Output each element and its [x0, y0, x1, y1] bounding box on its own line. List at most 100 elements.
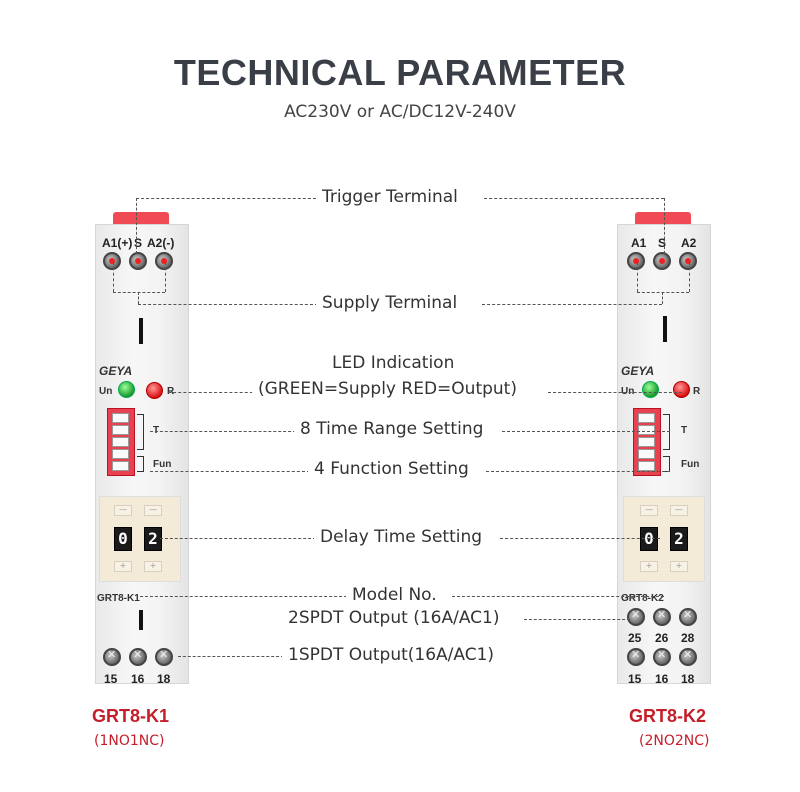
up-button-tens[interactable]: —: [114, 505, 132, 516]
screw-s[interactable]: [653, 252, 671, 270]
terminal-15: 15: [104, 672, 118, 686]
top-cap: [113, 212, 169, 226]
screw-16[interactable]: [653, 648, 671, 666]
screw-a2[interactable]: [155, 252, 173, 270]
screw-18[interactable]: [679, 648, 697, 666]
terminal-25: 25: [628, 631, 642, 645]
dip-switch-4[interactable]: [638, 449, 655, 459]
dip-switch-2[interactable]: [112, 425, 129, 435]
device-left: A1(+) S A2(-) GEYA Un R T Fun — — 0 2 + …: [95, 212, 189, 686]
supply-right-a: [637, 262, 638, 292]
fun-bracket: [663, 456, 670, 472]
r-label: R: [167, 386, 175, 397]
down-button-tens[interactable]: +: [640, 561, 658, 572]
up-button-units[interactable]: —: [144, 505, 162, 516]
terminal-16: 16: [131, 672, 145, 686]
delay-time-panel: — — 0 2 + +: [99, 496, 181, 582]
model-line-left: [140, 596, 352, 597]
time-range-line-right: [502, 431, 670, 432]
trigger-line-left: [136, 198, 316, 199]
screw-15[interactable]: [103, 648, 121, 666]
trigger-line-left-drop: [136, 198, 137, 254]
brand-logo: GEYA: [99, 364, 133, 378]
supply-led-icon: [118, 381, 135, 398]
supply-line-left: [138, 304, 318, 305]
model-left-sub: (1NO1NC): [94, 733, 165, 749]
delay-time-panel: — — 0 2 + +: [623, 496, 705, 582]
terminal-label-a2: A2: [681, 236, 697, 250]
brand-logo: GEYA: [621, 364, 655, 378]
function-line-left: [150, 471, 310, 472]
up-button-tens[interactable]: —: [640, 505, 658, 516]
screw-a2[interactable]: [679, 252, 697, 270]
dip-switch-1[interactable]: [638, 413, 655, 423]
model-plate: GRT8-K2: [621, 593, 664, 604]
out2-line-right: [524, 619, 630, 620]
slot-marker-lower: [139, 610, 143, 630]
callout-trigger-terminal: Trigger Terminal: [316, 187, 464, 207]
delay-line-right: [500, 538, 660, 539]
screw-s[interactable]: [129, 252, 147, 270]
supply-right-b: [689, 262, 690, 292]
screw-25[interactable]: [627, 608, 645, 626]
terminal-label-s: S: [658, 236, 667, 250]
screw-a1[interactable]: [627, 252, 645, 270]
callout-delay-time: Delay Time Setting: [314, 527, 489, 547]
fun-label: Fun: [681, 459, 700, 470]
model-plate: GRT8-K1: [97, 593, 140, 604]
callout-2spdt-output: 2SPDT Output (16A/AC1): [282, 608, 506, 628]
screw-16[interactable]: [129, 648, 147, 666]
terminal-28: 28: [681, 631, 695, 645]
fun-bracket: [137, 456, 144, 472]
dip-switch-3[interactable]: [638, 437, 655, 447]
function-line-right: [486, 471, 670, 472]
down-button-units[interactable]: +: [144, 561, 162, 572]
screw-28[interactable]: [679, 608, 697, 626]
t-label: T: [153, 425, 160, 436]
dip-switch-5[interactable]: [112, 461, 129, 471]
fun-label: Fun: [153, 459, 172, 470]
digit-units: 2: [670, 527, 688, 551]
slot-marker: [663, 316, 667, 342]
output-led-icon: [146, 382, 163, 399]
screw-a1[interactable]: [103, 252, 121, 270]
down-button-tens[interactable]: +: [114, 561, 132, 572]
callout-time-range: 8 Time Range Setting: [294, 419, 490, 439]
t-bracket: [137, 414, 144, 450]
callout-model-no: Model No.: [346, 585, 443, 605]
un-label: Un: [621, 386, 635, 397]
slot-marker: [139, 318, 143, 344]
dip-switch-4[interactable]: [112, 449, 129, 459]
screw-18[interactable]: [155, 648, 173, 666]
digit-tens: 0: [114, 527, 132, 551]
supply-left-stem: [138, 292, 139, 304]
supply-left-h: [113, 292, 165, 293]
trigger-line-right-drop: [664, 198, 665, 254]
terminal-16: 16: [655, 672, 669, 686]
page-title: TECHNICAL PARAMETER: [173, 52, 627, 93]
dip-switch-2[interactable]: [638, 425, 655, 435]
page-subtitle: AC230V or AC/DC12V-240V: [284, 102, 516, 122]
t-label: T: [681, 425, 688, 436]
callout-led-title: LED Indication: [326, 353, 461, 373]
screw-15[interactable]: [627, 648, 645, 666]
dip-switch[interactable]: [107, 408, 135, 476]
digit-units: 2: [144, 527, 162, 551]
callout-supply-terminal: Supply Terminal: [316, 293, 464, 313]
dip-switch-1[interactable]: [112, 413, 129, 423]
up-button-units[interactable]: —: [670, 505, 688, 516]
terminal-15: 15: [628, 672, 642, 686]
dip-switch-5[interactable]: [638, 461, 655, 471]
supply-right-h: [637, 292, 689, 293]
model-left: GRT8-K1: [92, 706, 170, 726]
dip-switch-3[interactable]: [112, 437, 129, 447]
down-button-units[interactable]: +: [670, 561, 688, 572]
device-right: A1 S A2 GEYA Un R T Fun — — 0 2 + + GRT8…: [617, 212, 711, 686]
model-line-right: [452, 596, 664, 597]
screw-26[interactable]: [653, 608, 671, 626]
dip-switch[interactable]: [633, 408, 661, 476]
supply-left-b: [165, 262, 166, 292]
delay-line-left: [160, 538, 316, 539]
terminal-26: 26: [655, 631, 669, 645]
supply-right-stem: [662, 292, 663, 304]
